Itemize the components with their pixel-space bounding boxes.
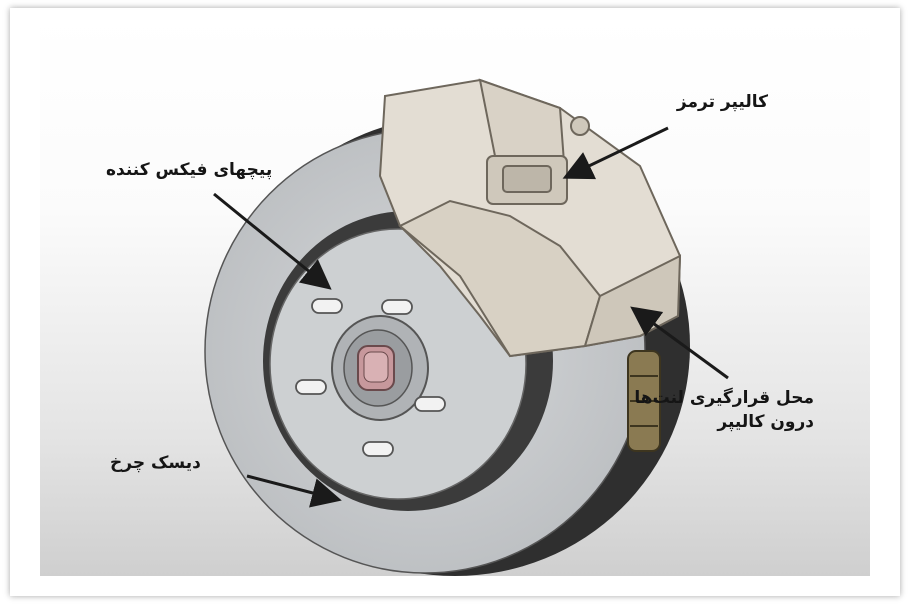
stud [414,396,446,412]
label-fixing-bolts: پیچهای فیکس کننده [106,160,273,180]
label-pad-mount-line1: محل قرارگیری لنت‌ها [634,388,814,408]
label-brake-caliper: کالیپر ترمز [676,92,768,112]
label-pad-mount-line2: درون کالیپر [717,412,814,432]
brake-caliper [378,78,682,358]
stud [295,379,327,395]
stud [311,298,343,314]
stud [381,299,413,315]
image-frame: کالیپر ترمز پیچهای فیکس کننده محل قرارگی… [10,8,900,596]
center-nut [357,345,395,391]
arrow-bolts [213,192,332,290]
diagram-panel: کالیپر ترمز پیچهای فیکس کننده محل قرارگی… [40,16,870,576]
brake-pad [627,350,661,452]
arrow-pads [630,306,729,380]
arrow-caliper [562,126,669,180]
brake-assembly-illustration [204,78,729,576]
stud [362,441,394,457]
arrow-disc [246,474,342,508]
wheel-studs [295,298,446,457]
label-wheel-disc: دیسک چرخ [110,453,201,473]
label-pad-mount: محل قرارگیری لنت‌ها درون کالیپر [634,386,814,434]
